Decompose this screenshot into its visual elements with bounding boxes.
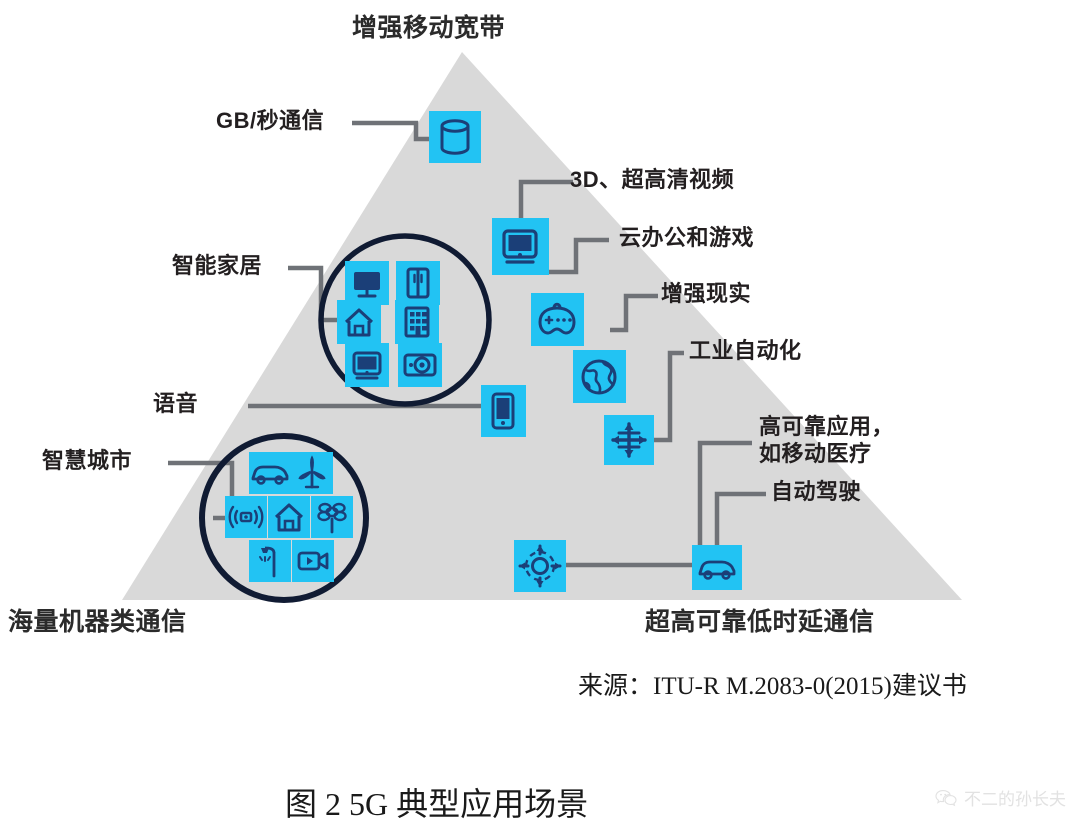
icon-tile-network-node xyxy=(514,540,566,592)
smart-city-icon-tile xyxy=(268,496,310,538)
smart-city-cluster-icon xyxy=(199,433,369,603)
callout-label-augmented-reality: 增强现实 xyxy=(661,281,752,306)
callout-label-gb-per-second: GB/秒通信 xyxy=(216,108,325,133)
corner-label-bottom-left: 海量机器类通信 xyxy=(8,609,187,636)
callout-label-smart-city: 智慧城市 xyxy=(42,448,133,473)
icon-tile-smartphone xyxy=(481,385,526,437)
callout-label-industrial-automation: 工业自动化 xyxy=(689,338,802,363)
wechat-icon xyxy=(935,789,957,806)
icon-tile-database xyxy=(429,111,481,163)
connector-high-reliability-apps xyxy=(555,440,752,568)
corner-label-bottom-right: 超高可靠低时延通信 xyxy=(645,609,875,636)
smart-home-icon-tile xyxy=(345,261,389,305)
callout-label-3d-uhd-video: 3D、超高清视频 xyxy=(570,167,735,192)
icon-tile-monitor xyxy=(492,218,549,275)
smart-city-icon-tile xyxy=(291,452,333,494)
source-note: 来源：ITU-R M.2083-0(2015)建议书 xyxy=(578,673,967,700)
smart-city-icon-tile xyxy=(311,496,353,538)
connector-cloud-office-gaming xyxy=(534,237,609,275)
smart-home-icon-tile xyxy=(396,261,440,305)
callout-label-voice: 语音 xyxy=(153,391,199,416)
connector-3d-uhd-video xyxy=(518,179,573,222)
smart-city-icon-tile xyxy=(249,452,291,494)
smart-home-cluster-icon xyxy=(318,233,492,407)
callout-label-autonomous-driving: 自动驾驶 xyxy=(771,479,862,504)
callout-label-cloud-office-gaming: 云办公和游戏 xyxy=(619,225,755,250)
connector-augmented-reality xyxy=(610,293,658,333)
icon-tile-car xyxy=(692,545,742,590)
callout-label-high-reliability-apps: 高可靠应用， 如移动医疗 xyxy=(759,414,895,466)
smart-city-icon-tile xyxy=(292,540,334,582)
figure-caption: 图 2 5G 典型应用场景 xyxy=(285,786,589,822)
smart-home-icon-tile xyxy=(398,343,442,387)
icon-tile-four-arrows xyxy=(604,415,654,465)
callout-label-smart-home: 智能家居 xyxy=(172,253,263,278)
icon-tile-globe xyxy=(573,350,626,403)
smart-home-icon-tile xyxy=(337,300,381,344)
connector-industrial-automation xyxy=(644,350,684,443)
connector-smart-home xyxy=(288,265,337,323)
icon-tile-gamepad xyxy=(531,293,584,346)
smart-home-icon-tile xyxy=(345,343,389,387)
corner-label-top: 增强移动宽带 xyxy=(352,15,506,42)
connector-gb-per-second xyxy=(352,120,429,142)
connector-smart-city xyxy=(168,460,235,521)
connector-lines xyxy=(168,120,766,568)
smart-city-icon-tile xyxy=(249,540,291,582)
watermark: 不二的孙长夫 xyxy=(935,785,1066,810)
connector-autonomous-driving xyxy=(714,491,766,546)
watermark-label: 不二的孙长夫 xyxy=(964,790,1066,809)
smart-city-icon-tile xyxy=(225,496,267,538)
smart-home-icon-tile xyxy=(395,300,439,344)
